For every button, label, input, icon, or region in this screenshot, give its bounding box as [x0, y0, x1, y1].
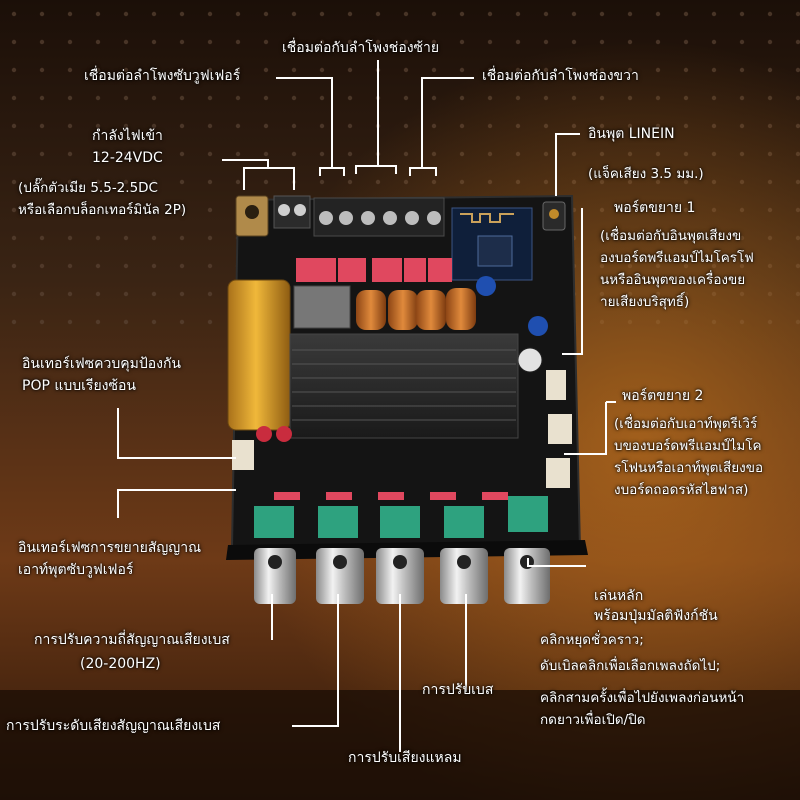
label-expansion-port-2-desc: งบอร์ดถอดรหัสไฮฟาส) — [614, 482, 749, 498]
small-capacitor — [517, 347, 543, 373]
potentiometers — [254, 496, 548, 538]
label-subwoofer-speaker: เชื่อมต่อลำโพงซับวูฟเฟอร์ — [84, 68, 241, 84]
smd-red-pads — [274, 492, 508, 500]
label-pop-interface: อินเทอร์เฟซควบคุมป้องกัน — [22, 356, 182, 372]
label-expansion-port-2-desc: (เชื่อมต่อกับเอาท์พุตรีเวิร์ — [614, 416, 758, 432]
label-power-voltage: 12-24VDC — [92, 150, 163, 166]
label-subwoofer-output-type: เอาท์พุตซับวูฟเฟอร์ — [18, 562, 134, 578]
small-capacitor — [256, 426, 272, 442]
label-pop-interface-type: POP แบบเรียงซ้อน — [22, 378, 136, 394]
copper-inductors — [356, 288, 476, 330]
small-capacitor — [476, 276, 496, 296]
label-left-channel: เชื่อมต่อกับลำโพงช่องซ้าย — [282, 40, 440, 56]
label-play-desc: ดับเบิลคลิกเพื่อเลือกเพลงถัดไป; — [540, 658, 721, 674]
audio-jack-icon — [542, 201, 566, 231]
label-bass-level: การปรับระดับเสียงสัญญาณเสียงเบส — [6, 718, 221, 734]
label-linein-jack: (แจ็คเสียง 3.5 มม.) — [588, 166, 704, 182]
label-power-terminal: หรือเลือกบล็อกเทอร์มินัล 2P) — [18, 202, 187, 218]
heatsink — [289, 333, 519, 439]
power-terminal — [273, 195, 311, 229]
small-capacitor — [276, 426, 292, 442]
label-play-desc: คลิกสามครั้งเพื่อไปยังเพลงก่อนหน้า — [540, 690, 745, 706]
label-subwoofer-output: อินเทอร์เฟซการขยายสัญญาณ — [18, 540, 202, 556]
choke-inductor — [293, 285, 351, 329]
label-expansion-port-1-desc: (เชื่อมต่อกับอินพุตเสียงข — [600, 228, 742, 244]
label-power-input: กำลังไฟเข้า — [92, 128, 163, 144]
label-bass-adjust: การปรับเบส — [422, 682, 494, 698]
label-expansion-port-1-desc: ายเสียงบริสุทธิ์) — [600, 294, 690, 310]
label-power-plug: (ปลั๊กตัวเมีย 5.5-2.5DC — [18, 180, 158, 196]
label-expansion-port-2-desc: รโฟนหรือเอาท์พุตเสียงขอ — [614, 460, 764, 476]
label-play-multifunction: พร้อมปุ่มมัลติฟังก์ชัน — [594, 608, 718, 624]
label-play-desc: คลิกหยุดชั่วคราว; — [540, 632, 644, 648]
label-expansion-port-2-desc: บของบอร์ดพรีแอมป์ไมโค — [614, 438, 762, 454]
label-right-channel: เชื่อมต่อกับลำโพงช่องขวา — [482, 68, 639, 84]
film-capacitors — [296, 258, 452, 282]
label-expansion-port-2: พอร์ตขยาย 2 — [622, 388, 704, 404]
side-connectors — [232, 370, 572, 488]
label-play-desc: กดยาวเพื่อเปิด/ปิด — [540, 712, 646, 728]
label-expansion-port-1-desc: นหรืออินพุตของเครื่องขย — [600, 272, 746, 288]
label-play-button: เล่นหลัก — [594, 588, 644, 604]
label-expansion-port-1: พอร์ตขยาย 1 — [614, 200, 696, 216]
small-capacitor — [528, 316, 548, 336]
label-bass-frequency: การปรับความถี่สัญญาณเสียงเบส — [34, 632, 230, 648]
speaker-terminal-block — [313, 197, 445, 237]
dc-power-jack-icon — [235, 195, 269, 237]
label-expansion-port-1-desc: องบอร์ดพรีแอมป์ไมโครโฟ — [600, 250, 754, 266]
label-linein: อินพุต LINEIN — [588, 126, 675, 142]
bluetooth-antenna-icon — [451, 207, 533, 281]
main-capacitor — [227, 279, 291, 431]
label-bass-frequency-range: (20-200HZ) — [80, 656, 161, 672]
label-treble-adjust: การปรับเสียงแหลม — [348, 750, 462, 766]
